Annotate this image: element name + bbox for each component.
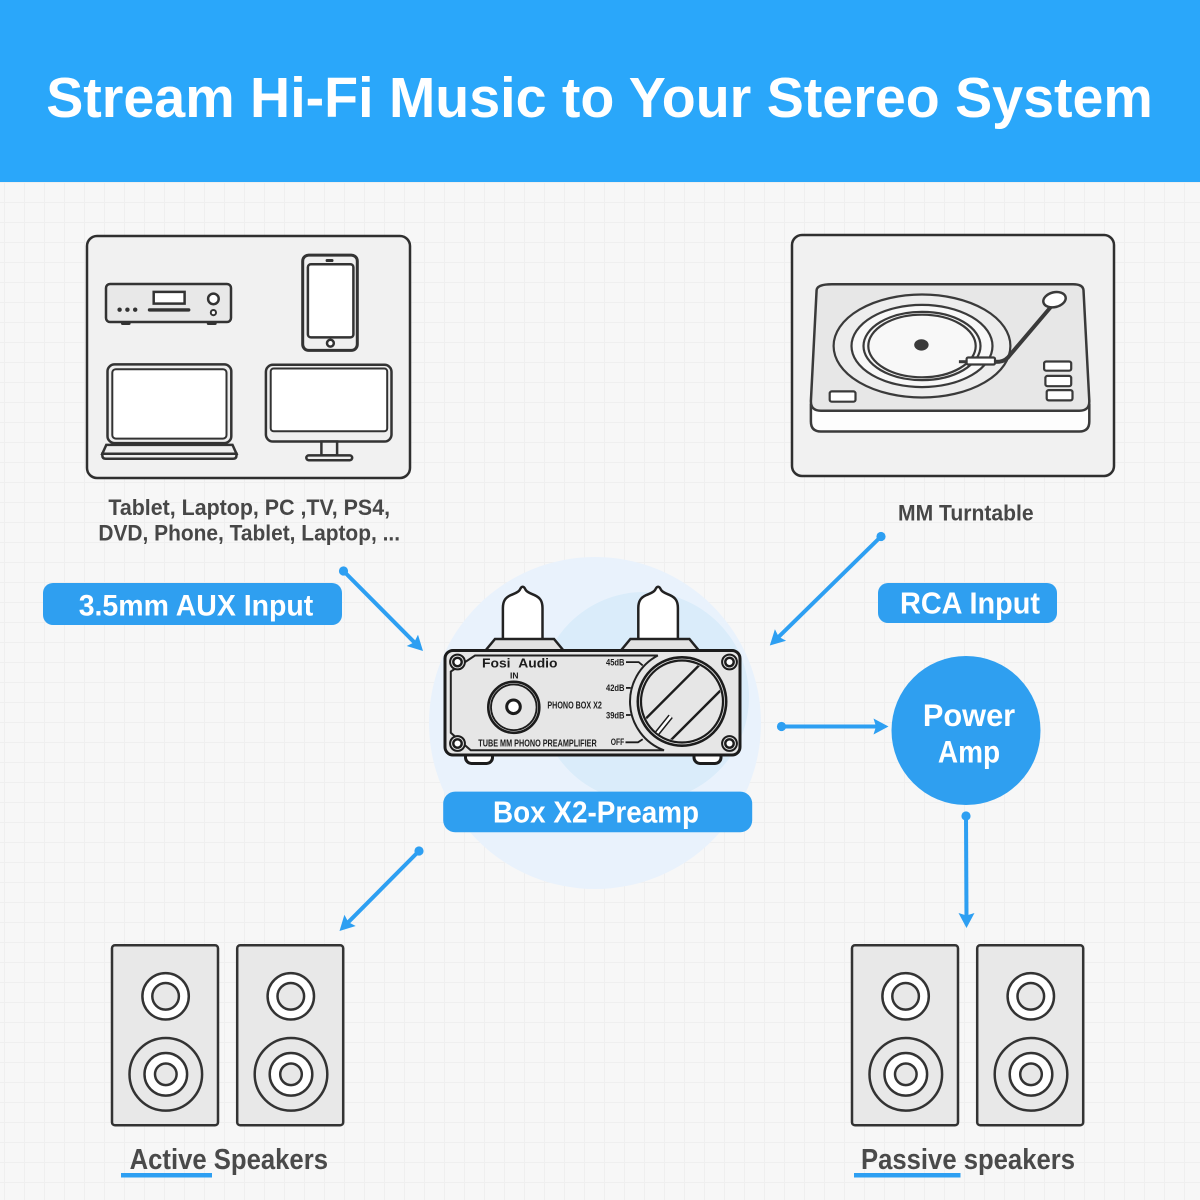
- svg-text:3.5mm AUX Input: 3.5mm AUX Input: [79, 590, 314, 623]
- svg-text:Active Speakers: Active Speakers: [130, 1144, 328, 1176]
- svg-text:IN: IN: [510, 671, 519, 681]
- svg-text:Tablet, Laptop, PC ,TV, PS4,: Tablet, Laptop, PC ,TV, PS4,: [108, 495, 390, 520]
- svg-text:PHONO BOX X2: PHONO BOX X2: [547, 700, 602, 712]
- svg-text:Amp: Amp: [938, 734, 1000, 770]
- svg-text:OFF: OFF: [611, 737, 625, 748]
- svg-text:39dB: 39dB: [606, 710, 625, 721]
- svg-text:Passive speakers: Passive speakers: [861, 1144, 1075, 1176]
- svg-text:MM Turntable: MM Turntable: [898, 501, 1034, 526]
- svg-text:42dB: 42dB: [606, 683, 625, 694]
- svg-text:Fosi Audio: Fosi Audio: [482, 656, 558, 671]
- svg-text:DVD, Phone, Tablet, Laptop, ..: DVD, Phone, Tablet, Laptop, ...: [98, 521, 400, 546]
- svg-text:Power: Power: [923, 697, 1015, 733]
- svg-text:45dB: 45dB: [606, 658, 625, 669]
- svg-text:TUBE MM PHONO PREAMPLIFIER: TUBE MM PHONO PREAMPLIFIER: [478, 738, 597, 750]
- svg-text:RCA Input: RCA Input: [900, 587, 1040, 621]
- svg-text:Box X2-Preamp: Box X2-Preamp: [493, 796, 699, 830]
